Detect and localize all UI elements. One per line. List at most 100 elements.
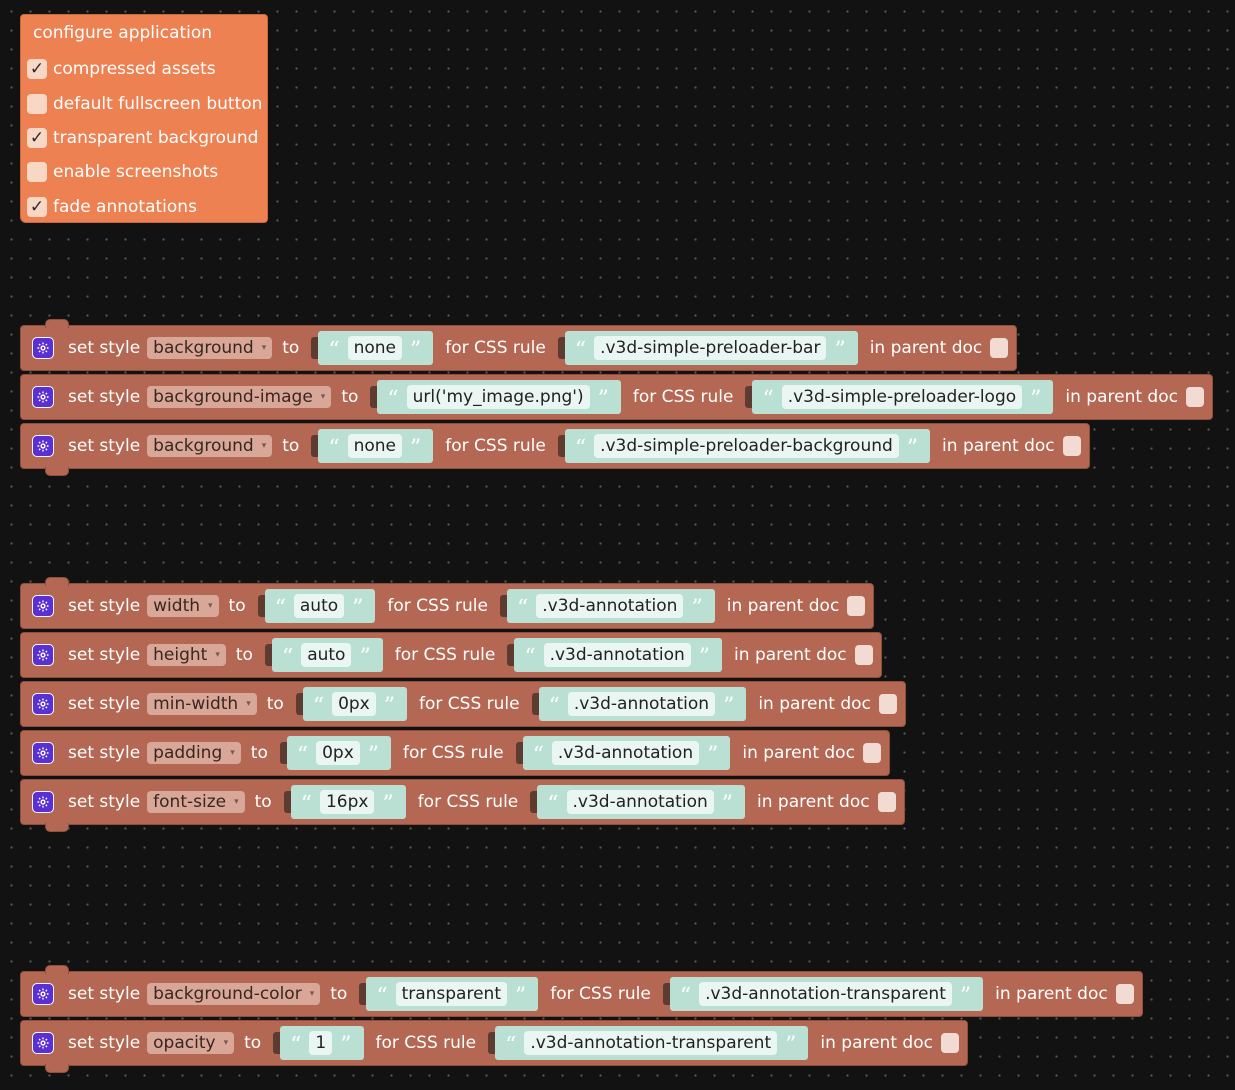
property-dropdown[interactable]: background▾ — [147, 435, 273, 457]
in-parent-doc-checkbox[interactable] — [877, 792, 896, 812]
checkbox[interactable]: ✓ — [27, 197, 47, 217]
gear-icon[interactable] — [32, 435, 54, 457]
gear-icon[interactable] — [32, 1032, 54, 1054]
rule-text-block[interactable]: “.v3d-annotation” — [522, 736, 731, 770]
value-text-block[interactable]: “1” — [280, 1026, 364, 1060]
value-text-block[interactable]: “0px” — [302, 687, 407, 721]
checkmark-icon: ✓ — [29, 197, 45, 217]
option-compressed-assets[interactable]: ✓ compressed assets — [27, 58, 216, 80]
value-text-field[interactable]: auto — [293, 594, 345, 618]
in-parent-doc-checkbox[interactable] — [847, 596, 866, 616]
option-default-fullscreen-button[interactable]: default fullscreen button — [27, 93, 262, 115]
rule-text-block[interactable]: “.v3d-annotation” — [506, 589, 715, 623]
property-dropdown[interactable]: background-image▾ — [147, 386, 332, 408]
in-parent-doc-checkbox[interactable] — [862, 743, 881, 763]
rule-text-field[interactable]: .v3d-annotation-transparent — [524, 1031, 778, 1055]
rule-text-block[interactable]: “.v3d-simple-preloader-bar” — [564, 331, 858, 365]
property-dropdown[interactable]: opacity▾ — [147, 1032, 235, 1054]
value-text-block[interactable]: “16px” — [290, 785, 406, 819]
value-text-block[interactable]: “auto” — [264, 589, 376, 623]
in-parent-doc-checkbox[interactable] — [878, 694, 897, 714]
rule-text-field[interactable]: .v3d-simple-preloader-logo — [781, 385, 1023, 409]
gear-icon[interactable] — [32, 337, 54, 359]
to-label: to — [228, 596, 246, 616]
in-parent-doc-checkbox[interactable] — [1115, 984, 1134, 1004]
rule-text-field[interactable]: .v3d-simple-preloader-background — [594, 434, 899, 458]
rule-text-field[interactable]: .v3d-annotation — [551, 741, 700, 765]
value-text-field[interactable]: 0px — [316, 741, 360, 765]
gear-icon[interactable] — [32, 386, 54, 408]
configure-application-block[interactable]: configure application ✓ compressed asset… — [20, 14, 268, 223]
value-text-field[interactable]: none — [347, 434, 402, 458]
in-parent-doc-checkbox[interactable] — [854, 645, 873, 665]
value-text-block[interactable]: “url('my_image.png')” — [377, 380, 621, 414]
property-dropdown[interactable]: width▾ — [147, 595, 219, 617]
rule-text-block[interactable]: “.v3d-simple-preloader-logo” — [752, 380, 1054, 414]
for-css-rule-label: for CSS rule — [445, 338, 546, 358]
value-text-field[interactable]: 16px — [319, 790, 375, 814]
in-parent-doc-checkbox[interactable] — [940, 1033, 959, 1053]
value-text-field[interactable]: transparent — [395, 982, 507, 1006]
to-label: to — [266, 694, 284, 714]
rule-text-field[interactable]: .v3d-annotation — [566, 790, 714, 814]
gear-icon[interactable] — [32, 595, 54, 617]
option-fade-annotations[interactable]: ✓ fade annotations — [27, 196, 197, 218]
value-text-block[interactable]: “none” — [318, 429, 434, 463]
option-label: compressed assets — [53, 59, 216, 79]
option-transparent-background[interactable]: ✓ transparent background — [27, 127, 258, 149]
rule-text-block[interactable]: “.v3d-simple-preloader-background” — [564, 429, 931, 463]
value-text-block[interactable]: “transparent” — [366, 977, 539, 1011]
value-text-block[interactable]: “none” — [318, 331, 434, 365]
property-dropdown[interactable]: font-size▾ — [147, 791, 245, 813]
property-dropdown[interactable]: height▾ — [147, 644, 226, 666]
gear-icon[interactable] — [32, 983, 54, 1005]
checkbox[interactable] — [27, 162, 47, 182]
property-value: background — [153, 338, 254, 358]
rule-text-field[interactable]: .v3d-annotation — [536, 594, 684, 618]
dropdown-arrow-icon: ▾ — [246, 699, 251, 709]
rule-text-block[interactable]: “.v3d-annotation-transparent” — [495, 1026, 809, 1060]
in-parent-doc-checkbox[interactable] — [990, 338, 1009, 358]
rule-text-block[interactable]: “.v3d-annotation” — [514, 638, 723, 672]
gear-icon[interactable] — [32, 791, 54, 813]
value-text-field[interactable]: url('my_image.png') — [406, 385, 590, 409]
rule-text-block[interactable]: “.v3d-annotation” — [538, 687, 747, 721]
rule-text-block[interactable]: “.v3d-annotation-transparent” — [669, 977, 984, 1011]
to-label: to — [282, 338, 300, 358]
value-text-field[interactable]: 1 — [309, 1031, 333, 1055]
value-text-field[interactable]: auto — [301, 643, 352, 667]
checkbox[interactable]: ✓ — [27, 128, 47, 148]
property-dropdown[interactable]: padding▾ — [147, 742, 241, 764]
in-parent-doc-checkbox[interactable] — [1062, 436, 1081, 456]
property-dropdown[interactable]: background-color▾ — [147, 983, 321, 1005]
option-enable-screenshots[interactable]: enable screenshots — [27, 161, 218, 183]
gear-icon[interactable] — [32, 644, 54, 666]
rule-text-field[interactable]: .v3d-simple-preloader-bar — [594, 336, 827, 360]
rule-text-field[interactable]: .v3d-annotation — [543, 643, 691, 667]
rule-text-field[interactable]: .v3d-annotation — [567, 692, 716, 716]
rule-text-field[interactable]: .v3d-annotation-transparent — [699, 982, 952, 1006]
value-text-block[interactable]: “auto” — [271, 638, 383, 672]
property-dropdown[interactable]: min-width▾ — [147, 693, 257, 715]
gear-icon[interactable] — [32, 742, 54, 764]
value-text-field[interactable]: 0px — [332, 692, 376, 716]
checkbox[interactable] — [27, 94, 47, 114]
checkbox[interactable]: ✓ — [27, 59, 47, 79]
value-text-block[interactable]: “0px” — [286, 736, 392, 770]
value-text-field[interactable]: none — [347, 336, 402, 360]
gear-icon[interactable] — [32, 693, 54, 715]
rule-text-block[interactable]: “.v3d-annotation” — [537, 785, 746, 819]
property-dropdown[interactable]: background▾ — [147, 337, 273, 359]
dropdown-arrow-icon: ▾ — [234, 797, 239, 807]
in-parent-doc-checkbox[interactable] — [1185, 387, 1204, 407]
